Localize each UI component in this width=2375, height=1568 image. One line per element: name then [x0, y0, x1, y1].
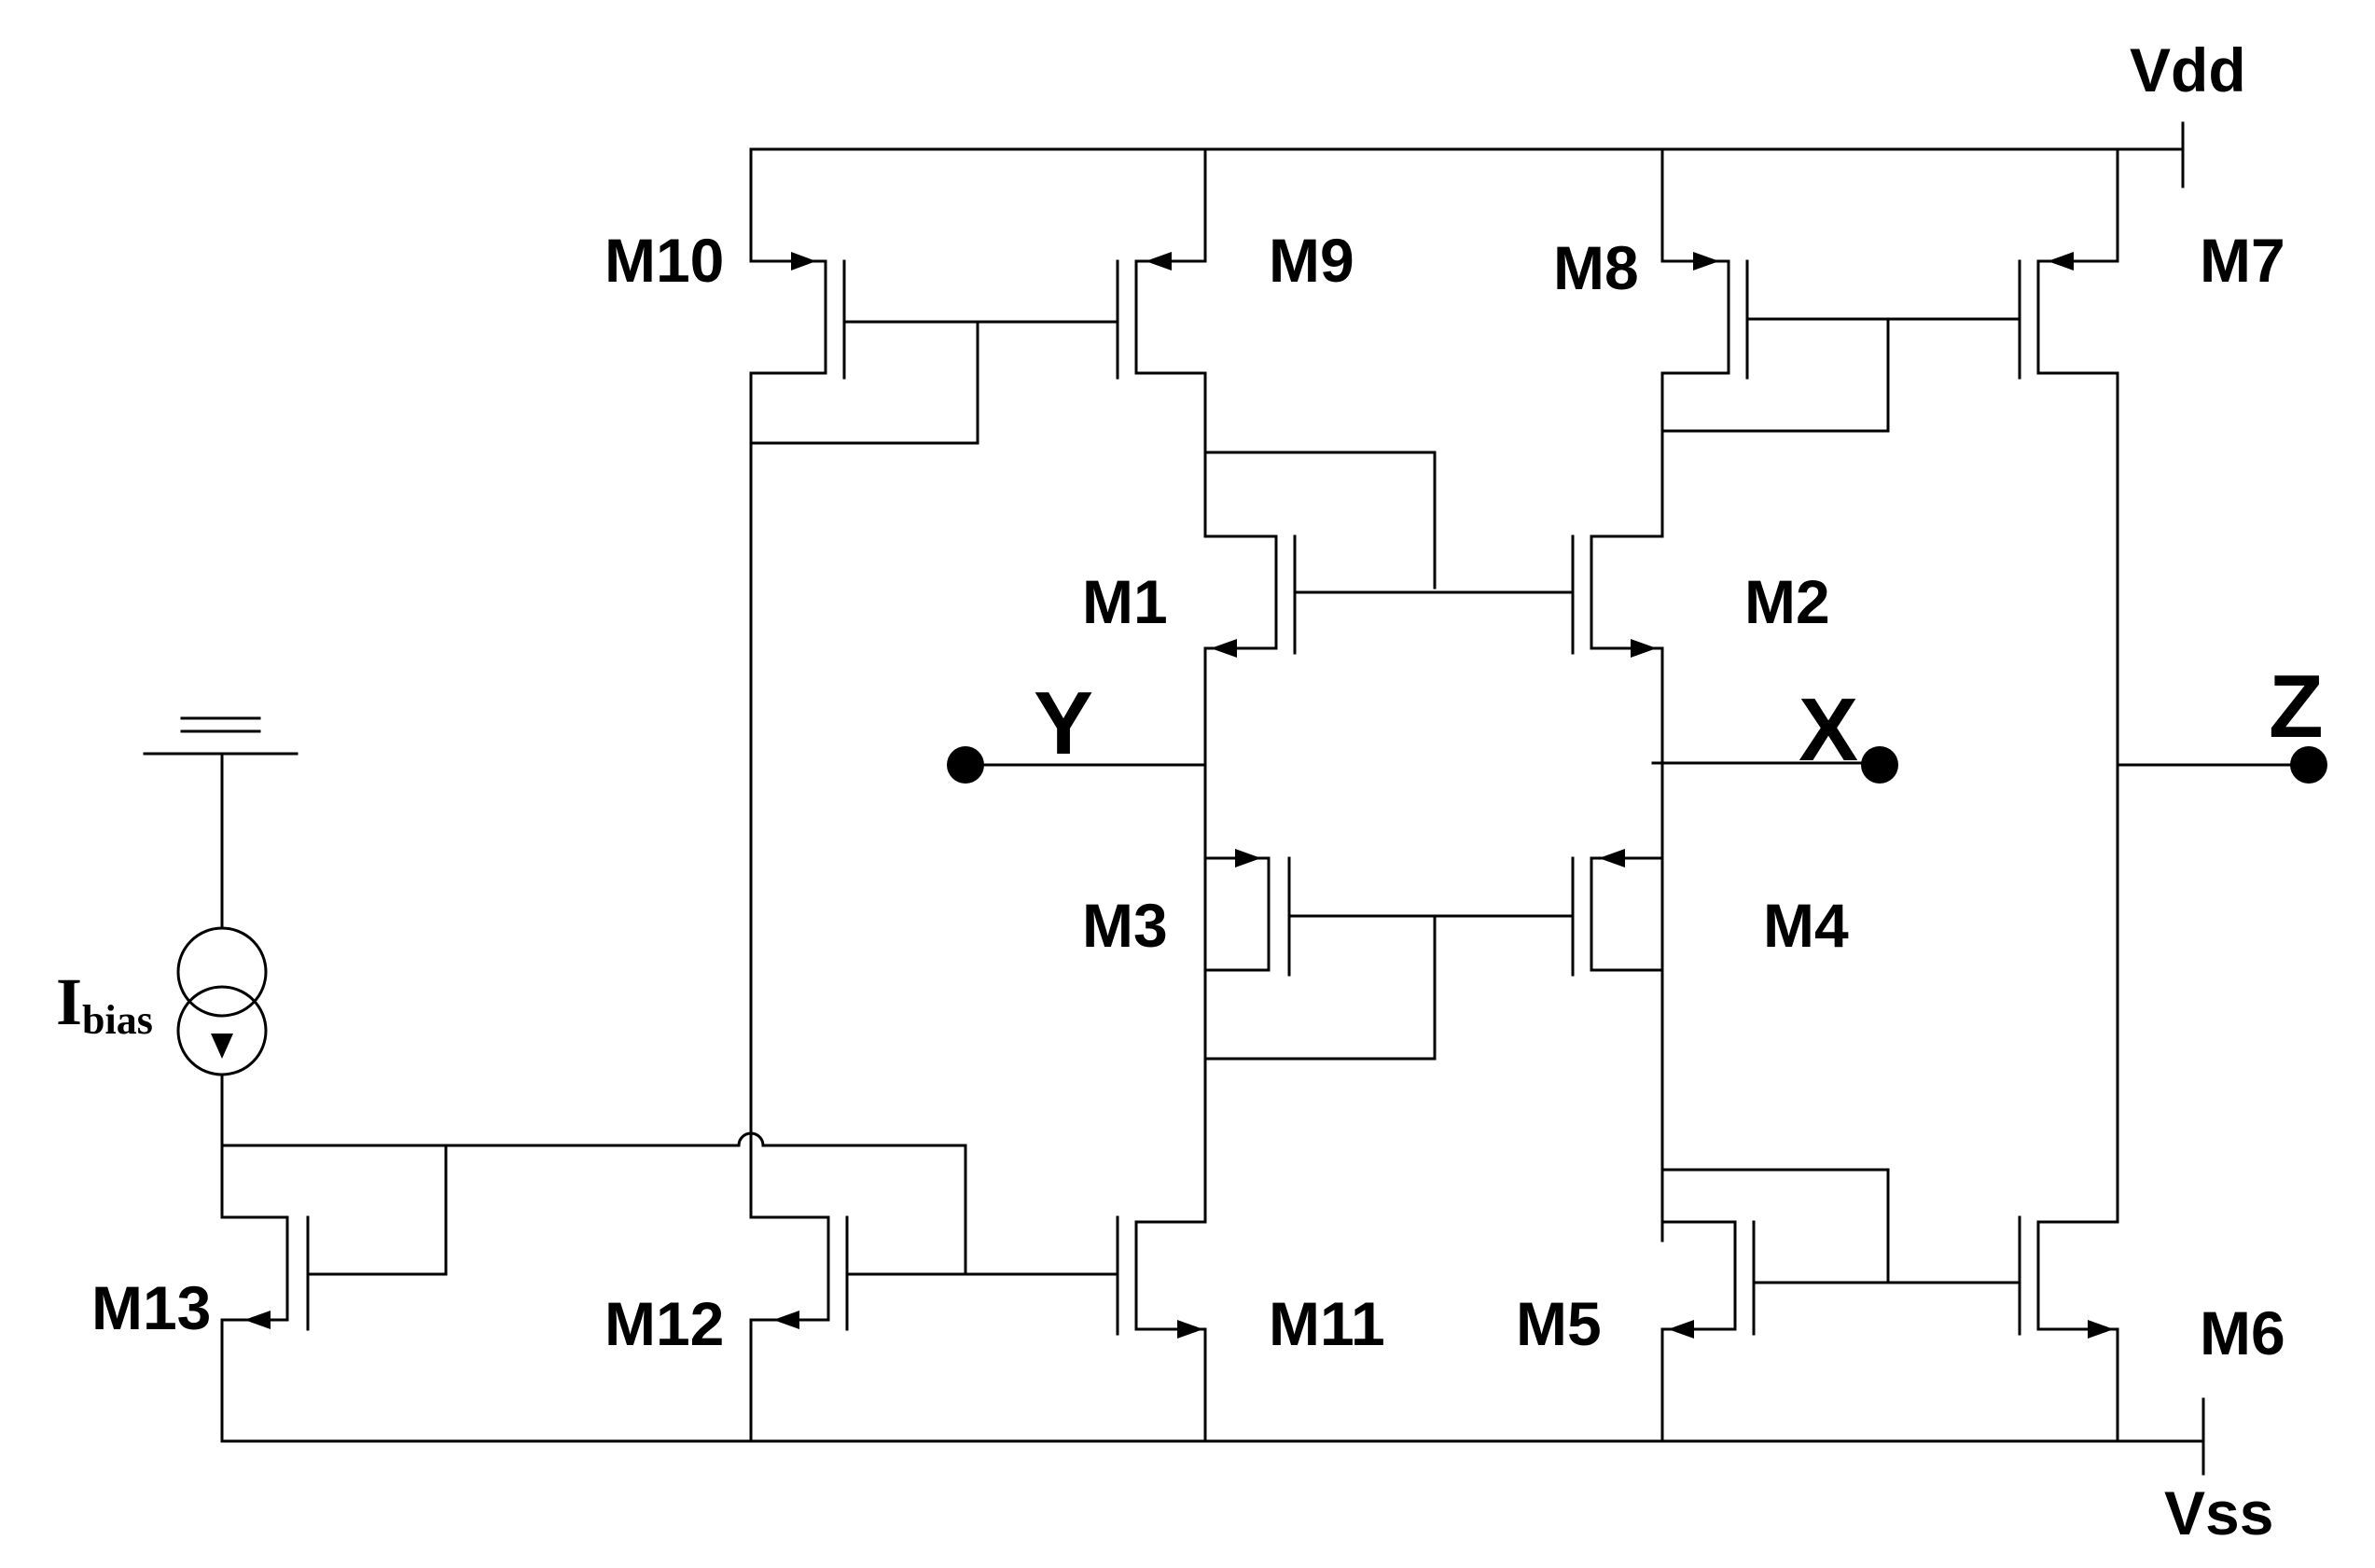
- transistor-m4: [1571, 849, 1664, 1242]
- vdd-rail: [749, 121, 2185, 263]
- vss-label: Vss: [2164, 1478, 2273, 1547]
- arrow-icon: [791, 252, 816, 271]
- label-y: Y: [1034, 673, 1093, 773]
- label-m9: M9: [1269, 226, 1354, 295]
- label-z: Z: [2269, 657, 2324, 756]
- label-m12: M12: [604, 1289, 724, 1358]
- arrow-icon: [773, 1311, 799, 1329]
- ibias-sub: bias: [82, 997, 153, 1043]
- vdd-label: Vdd: [2130, 35, 2246, 104]
- terminal-y: [947, 746, 1207, 784]
- label-m13: M13: [91, 1273, 211, 1342]
- terminal-z: [2116, 746, 2327, 784]
- transistor-m3: [1203, 849, 1575, 1224]
- label-m8: M8: [1553, 233, 1639, 302]
- label-m3: M3: [1082, 891, 1168, 960]
- transistor-m8: [1660, 147, 2021, 534]
- label-m7: M7: [2200, 226, 2285, 295]
- arrow-icon: [1146, 252, 1172, 271]
- transistor-m1: [1203, 451, 1575, 972]
- transistor-m11: [845, 1215, 1207, 1443]
- ibias-main: I: [56, 964, 82, 1039]
- arrow-icon: [1631, 639, 1657, 658]
- label-ibias: Ibias: [56, 964, 153, 1043]
- label-m10: M10: [604, 226, 724, 295]
- label-m11: M11: [1269, 1289, 1385, 1358]
- transistor-m6: [2018, 1215, 2119, 1443]
- current-arrow-icon: [211, 1034, 233, 1059]
- arrow-icon: [2088, 1320, 2114, 1339]
- transistor-m13: [220, 1144, 310, 1443]
- arrow-icon: [1211, 639, 1237, 658]
- label-m2: M2: [1744, 567, 1830, 636]
- arrow-icon: [1599, 849, 1625, 867]
- transistor-m12: [749, 1144, 967, 1443]
- label-m6: M6: [2200, 1298, 2285, 1367]
- transistor-m9: [1116, 147, 1207, 534]
- transistor-m7: [2018, 147, 2119, 1224]
- arrow-icon: [1668, 1320, 1694, 1339]
- transistor-m10: [749, 252, 1119, 1147]
- label-m1: M1: [1082, 567, 1168, 636]
- transistor-m2: [1571, 530, 1664, 972]
- arrow-icon: [1235, 849, 1261, 867]
- transistor-m5: [1660, 1168, 2021, 1443]
- label-m4: M4: [1763, 891, 1849, 960]
- arrow-icon: [1693, 252, 1719, 271]
- vss-rail: [220, 1397, 2205, 1476]
- current-source-ibias: [176, 875, 268, 1147]
- bias-line: [220, 1131, 967, 1276]
- label-m5: M5: [1516, 1289, 1602, 1358]
- terminal-x: [1651, 746, 1898, 784]
- arrow-icon: [1177, 1320, 1203, 1339]
- label-x: X: [1799, 680, 1858, 780]
- node-dot-icon: [2290, 746, 2327, 784]
- node-dot-icon: [947, 746, 984, 784]
- ground-symbol: [143, 716, 299, 879]
- node-dot-icon: [1861, 746, 1898, 784]
- arrow-icon: [244, 1311, 271, 1329]
- arrow-icon: [2048, 252, 2074, 271]
